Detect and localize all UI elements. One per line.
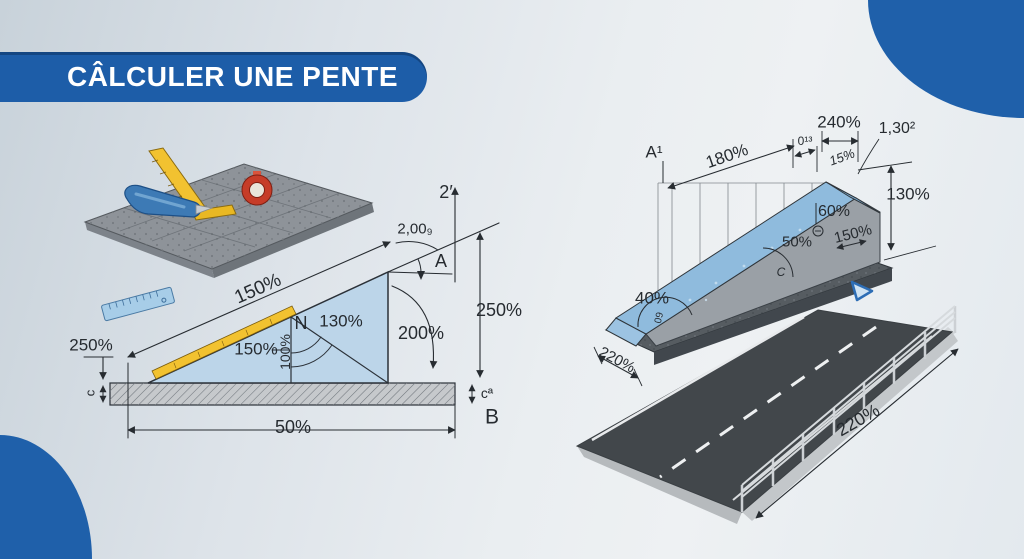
road-figure xyxy=(575,305,959,524)
label-top-240: 240% xyxy=(817,112,861,132)
label-arc-200: 2,00₉ xyxy=(397,220,433,238)
label-left-height-250: 250% xyxy=(69,335,113,355)
label-point-n: N xyxy=(294,313,308,333)
cursor-arrow-icon xyxy=(850,280,874,302)
label-side-130: 130% xyxy=(319,311,363,331)
small-ruler-figure xyxy=(101,286,175,322)
title-banner: CÂLCULER UNE PENTE xyxy=(0,52,427,102)
label-height-130: 130% xyxy=(886,184,930,204)
label-mid-50: 50% xyxy=(781,233,813,251)
label-drop-200: 200% xyxy=(397,323,445,343)
label-point-b: B xyxy=(484,405,500,429)
label-point-a1: A¹ xyxy=(645,142,663,162)
label-axis-z: 2′ xyxy=(439,182,453,202)
ramp-figure xyxy=(593,131,937,387)
label-right-height-250: 250% xyxy=(475,300,523,320)
label-hypotenuse-inner: 150% xyxy=(234,339,278,359)
label-base-50: 50% xyxy=(274,417,312,437)
page-title: CÂLCULER UNE PENTE xyxy=(66,61,398,92)
label-thickness-left: c xyxy=(82,389,98,397)
label-wall-60: 60% xyxy=(817,203,851,220)
label-angle-c: C xyxy=(776,265,786,279)
label-toe-40: 40% xyxy=(634,288,670,308)
utility-knife-figure xyxy=(124,184,214,218)
tape-ring-figure xyxy=(241,171,273,206)
label-rise-100: 100% xyxy=(277,334,293,370)
label-offset-013: 0¹³ xyxy=(797,134,813,148)
paver-mat-figure xyxy=(83,163,374,278)
slope-triangle-figure xyxy=(83,187,500,439)
label-angle-a: A xyxy=(434,251,448,271)
label-thickness-right: cª xyxy=(480,385,494,401)
label-crest-130: 1,30² xyxy=(878,120,916,137)
